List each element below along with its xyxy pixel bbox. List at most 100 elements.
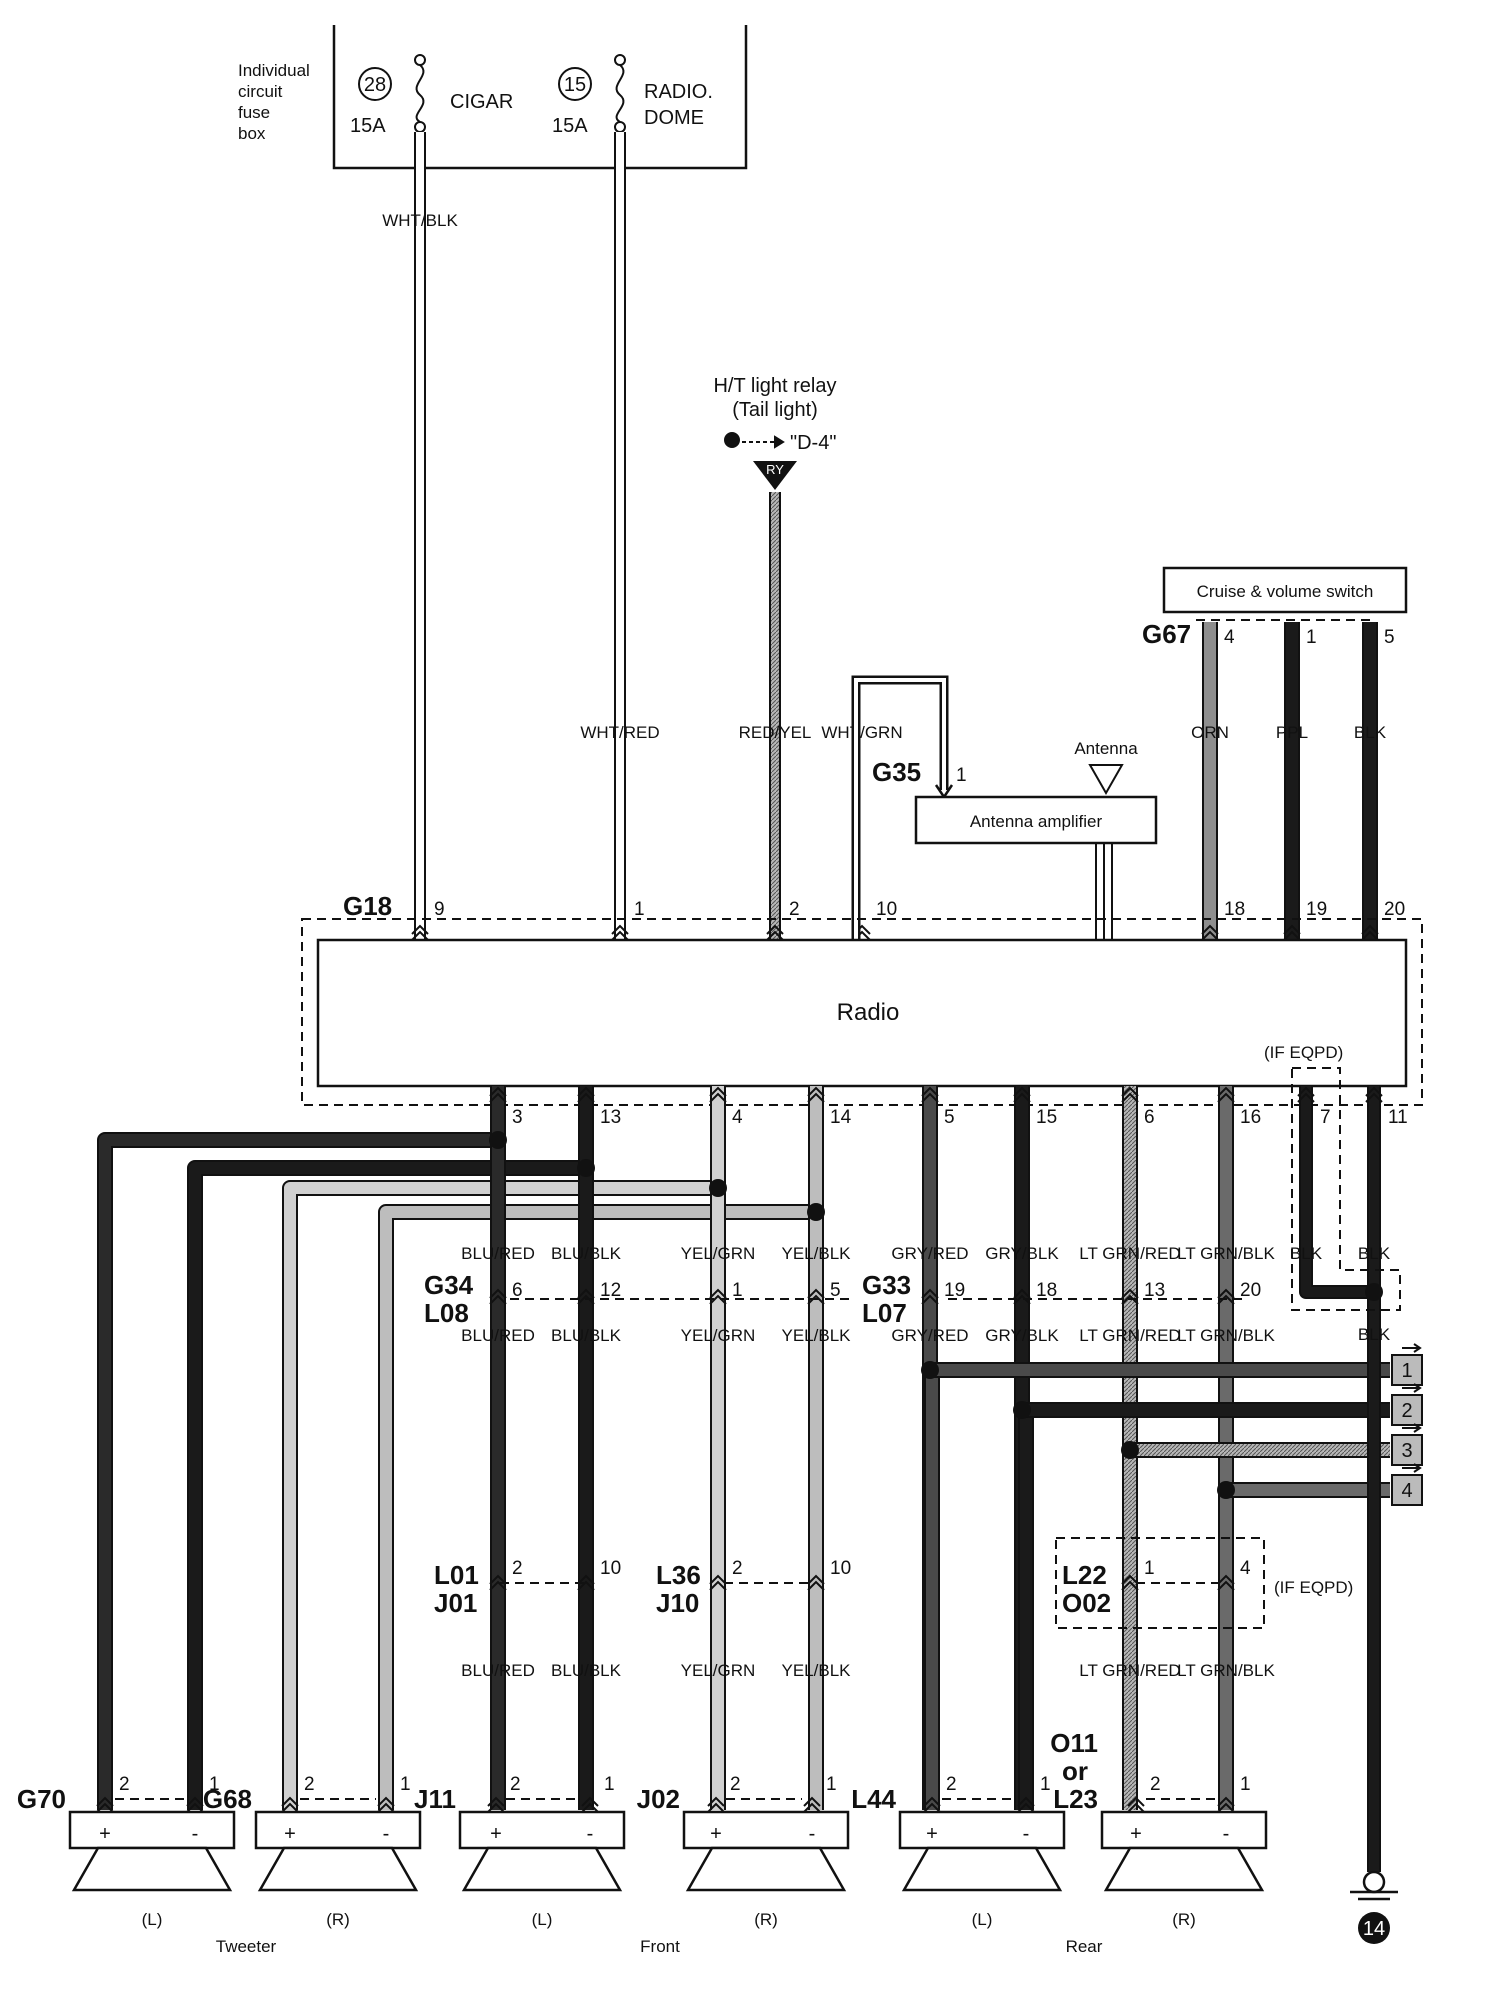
- speaker-3-connector: J11: [414, 1784, 456, 1814]
- inline-2-pin-2: 10: [830, 1558, 851, 1579]
- speaker-6-plus: +: [1130, 1823, 1142, 1845]
- bottom-color-mid-3: YEL/GRN: [681, 1326, 756, 1345]
- bottom-connector-4: [807, 1086, 825, 1103]
- speaker-1-plus-chevron: [96, 1796, 114, 1813]
- bottom-color-mid-1: BLU/RED: [461, 1326, 535, 1345]
- ground-icon: [1350, 1870, 1398, 1901]
- top-pin-2: 1: [634, 899, 645, 920]
- inline-2-color-1: YEL/GRN: [681, 1661, 756, 1680]
- bottom-color-mid-8: LT GRN/BLK: [1177, 1326, 1275, 1345]
- mid-connector-pin-1: [489, 1288, 507, 1305]
- speaker-2-pin-1: 1: [400, 1774, 411, 1795]
- top-pin-4: 10: [876, 899, 897, 920]
- speaker-6-minus-chevron: [1217, 1796, 1235, 1813]
- fuse-15-number: 15: [564, 74, 586, 96]
- speaker-1-plus: +: [99, 1823, 111, 1845]
- top-wire-color-2: WHT/RED: [580, 723, 659, 742]
- bottom-pin-2: 13: [600, 1107, 621, 1128]
- top-wire-color-4: WHT/GRN: [821, 723, 902, 742]
- speaker-5-side: (L): [972, 1910, 993, 1929]
- mid-connectors: G34 L08 G33 L07: [424, 1270, 1248, 1328]
- speaker-1-connector: G70: [17, 1784, 66, 1814]
- inline-3-name-1: L22: [1062, 1560, 1107, 1590]
- top-wires: 9WHT/BLK1WHT/RED2RED/YEL10WHT/GRN18ORN41…: [382, 132, 1405, 941]
- mid-connector-pin-4: [807, 1288, 825, 1305]
- inline-3-note: (IF EQPD): [1274, 1578, 1353, 1597]
- fuse-box-title-4: box: [238, 124, 266, 143]
- antenna-connector: G35: [872, 757, 921, 787]
- mid-connector-right-1: G33: [862, 1270, 911, 1300]
- speaker-6-connector-2: or: [1062, 1756, 1088, 1786]
- bottom-color-mid-5: GRY/RED: [891, 1326, 968, 1345]
- bottom-color-mid-2: BLU/BLK: [551, 1326, 622, 1345]
- bottom-connector-1: [489, 1086, 507, 1103]
- switch-pin-5: 4: [1224, 627, 1235, 648]
- bottom-connector-5: [921, 1086, 939, 1103]
- antenna-cable: [1095, 843, 1113, 940]
- mid-pin-8: 20: [1240, 1280, 1261, 1301]
- antenna-icon: [1088, 764, 1124, 796]
- switch-pin-6: 1: [1306, 627, 1317, 648]
- bottom-pin-1: 3: [512, 1107, 523, 1128]
- speaker-6-side: (R): [1172, 1910, 1196, 1929]
- top-wire-color-3: RED/YEL: [739, 723, 812, 742]
- mid-pin-5: 19: [944, 1280, 965, 1301]
- mid-pin-7: 13: [1144, 1280, 1165, 1301]
- inline-1-chevron-2: [577, 1574, 595, 1591]
- speaker-1-side: (L): [142, 1910, 163, 1929]
- relay-connector-icon: [753, 461, 797, 490]
- mid-connector-pin-8: [1217, 1288, 1235, 1305]
- inline-1-pin-2: 10: [600, 1558, 621, 1579]
- rear-l-minus: [1018, 1402, 1034, 1810]
- inline-1-chevron-1: [489, 1574, 507, 1591]
- tweeter-dot-2: [577, 1159, 595, 1177]
- speaker-2-pin-2: 2: [304, 1774, 315, 1795]
- top-connector-2: [611, 924, 629, 941]
- group-tweeter: Tweeter: [216, 1937, 277, 1956]
- fuse-box-title-2: circuit: [238, 82, 283, 101]
- group-rear: Rear: [1066, 1937, 1103, 1956]
- mid-connector-pin-2: [577, 1288, 595, 1305]
- speaker-2-connector: G68: [203, 1784, 252, 1814]
- eqpd-bracket: [1291, 1067, 1401, 1311]
- antenna-amplifier-box: [914, 795, 1158, 845]
- speaker-3-pin-1: 1: [604, 1774, 615, 1795]
- bottom-wires: 3BLU/REDBLU/RED613BLU/BLKBLU/BLK124YEL/G…: [97, 1086, 1408, 1872]
- speaker-1-pin-1: 1: [209, 1774, 220, 1795]
- bottom-pin-4: 14: [830, 1107, 852, 1128]
- bottom-color-top-2: BLU/BLK: [551, 1244, 622, 1263]
- speaker-4-minus: -: [809, 1823, 816, 1845]
- speaker-2-plus: +: [284, 1823, 296, 1845]
- speaker-5-pin-2: 2: [946, 1774, 957, 1795]
- inline-3-pin-2: 4: [1240, 1558, 1251, 1579]
- antenna-pin: 1: [956, 765, 967, 786]
- bottom-pin-10: 11: [1388, 1107, 1408, 1128]
- speaker-4-minus-chevron: [803, 1796, 821, 1813]
- fuse-28-badge: [358, 67, 392, 101]
- switch-pin-7: 5: [1384, 627, 1395, 648]
- speaker-4-connector: J02: [637, 1784, 680, 1814]
- mid-connector-pin-6: [1013, 1288, 1031, 1305]
- group-front: Front: [640, 1937, 680, 1956]
- speaker-4-plus-chevron: [707, 1796, 725, 1813]
- relay-badge: RY: [766, 462, 784, 477]
- bottom-color-top-6: GRY/BLK: [985, 1244, 1059, 1263]
- speaker-1-pin-2: 2: [119, 1774, 130, 1795]
- bottom-color-top-9: BLK: [1290, 1244, 1323, 1263]
- side-branch-dot-1: [921, 1361, 939, 1379]
- tweeter-dot-1: [489, 1131, 507, 1149]
- fuse-15-name-2: DOME: [644, 107, 704, 129]
- top-wire-color-6: PPL: [1276, 723, 1308, 742]
- side-ref-1: 1: [1391, 1343, 1423, 1386]
- bottom-pin-3: 4: [732, 1107, 743, 1128]
- bottom-color-top-1: BLU/RED: [461, 1244, 535, 1263]
- relay: H/T light relay (Tail light) "D-4" RY: [713, 375, 837, 490]
- top-wire-color-7: BLK: [1354, 723, 1387, 742]
- top-connector-6: [1283, 924, 1301, 941]
- inline-1-pin-1: 2: [512, 1558, 523, 1579]
- side-branch-dot-3: [1121, 1441, 1139, 1459]
